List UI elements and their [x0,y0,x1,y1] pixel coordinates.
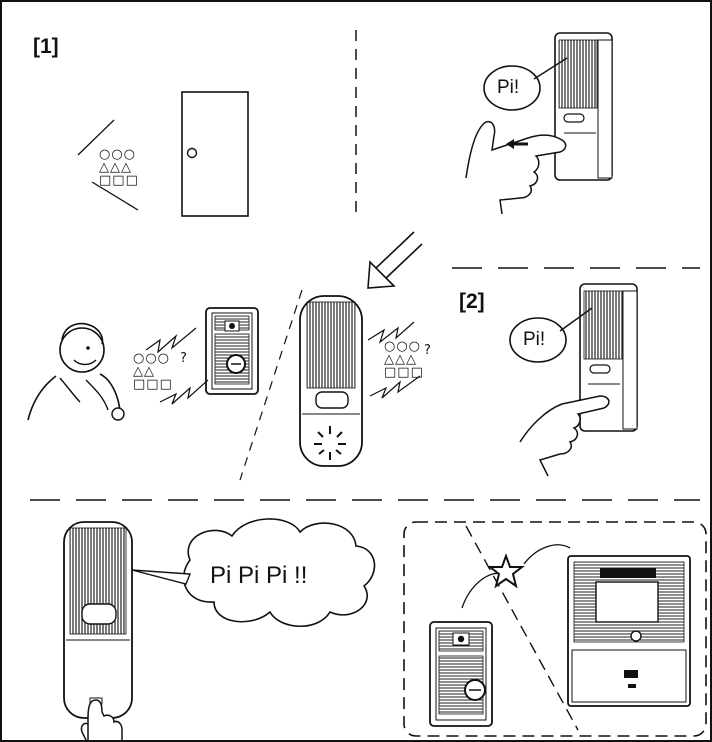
confused-symbols-door: ○○○ △△△ □□□ [99,147,139,188]
star-icon [487,553,525,589]
speech-pi-middle: Pi! [523,329,546,350]
door-camera-station-icon-pairing [429,621,493,727]
pairing-box [403,521,707,737]
sound-zigzag-bottom-right [369,375,421,399]
question-mark-left: ? [180,351,188,366]
thought-cloud [131,518,376,628]
video-monitor-icon [567,555,691,707]
signal-arc-right [523,544,571,565]
pointing-hand-icon [465,120,567,215]
pairing-divider [465,525,579,731]
speech-bubble-middle [509,307,593,363]
sound-zigzag-bottom-left [159,379,209,405]
wireless-chime-receiver-icon [299,295,363,467]
speech-bubble-top [483,57,568,111]
pointing-hand-icon-bottom [80,699,123,741]
signal-arc-left [461,572,503,609]
speech-pi-pi-pi: Pi Pi Pi !! [210,562,308,589]
wireless-chime-unit-bottom-icon [63,521,133,719]
step-1-label: [1] [33,35,59,58]
door-icon [181,91,249,217]
pointing-hand-icon-step2 [519,395,610,477]
divider-diagonal [239,289,303,481]
wireless-door-chime-icon-step2 [579,283,638,432]
question-mark-right: ? [424,343,432,358]
flashing-light-icon [314,426,346,460]
confused-symbols-left: ○○○ △△ □□□ [133,351,173,392]
speech-pi-top: Pi! [497,77,520,98]
door-camera-station-icon [205,307,259,395]
wireless-door-chime-icon [554,32,613,181]
sound-line-right [91,181,139,211]
sound-zigzag-top-right [367,321,415,344]
confused-symbols-right: ○○○ △△△ □□□ [384,339,424,380]
step-2-label: [2] [459,290,485,313]
sound-zigzag-top-left [145,327,197,354]
confused-person-icon [27,322,125,421]
arrow-down-left-icon [367,231,423,289]
sound-line-left [77,119,115,156]
